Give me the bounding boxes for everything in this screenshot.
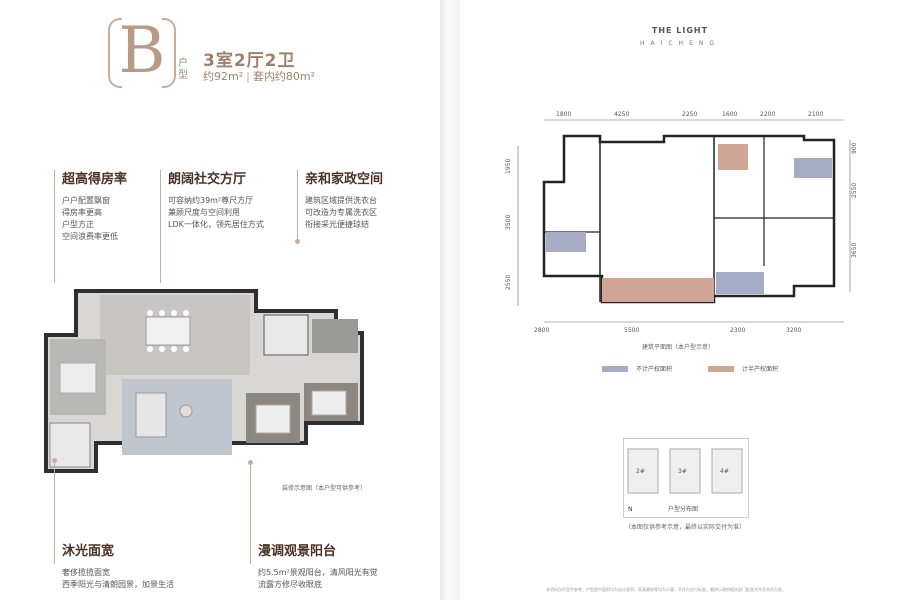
layout-title: 3室2厅2卫 xyxy=(203,51,296,71)
legend-item: 不计产权面积 xyxy=(602,364,672,373)
feature-title: 漫调观景阳台 xyxy=(258,544,337,559)
dim-top: 1800 xyxy=(556,111,571,118)
non-property-area xyxy=(716,272,764,294)
area-info: 约92m²|套内约80m² xyxy=(203,70,315,83)
legend-label: 计半产权面积 xyxy=(742,366,779,373)
dim-bottom: 2800 xyxy=(534,327,549,334)
sofa-icon xyxy=(135,392,167,438)
dim-top: 1600 xyxy=(722,111,737,118)
location-room: 3# xyxy=(678,468,687,475)
plan-caption: 建筑平面图（本户型示意） xyxy=(642,344,715,351)
half-property-area xyxy=(718,144,748,170)
callout-line xyxy=(52,458,57,564)
dim-right: 3650 xyxy=(851,243,858,258)
feature-line: 得房率更高 xyxy=(62,208,102,217)
feature-line: 可改造为专属洗衣区 xyxy=(305,208,377,217)
feature-line: 建筑区域提供洗衣台 xyxy=(305,196,377,205)
location-room: 4# xyxy=(720,468,729,475)
legend-swatch xyxy=(602,365,628,372)
furnished-floor-plan xyxy=(36,283,382,479)
left-page: B 户型 3室2厅2卫 约92m²|套内约80m² 超高得房率 户户配置飘窗 得… xyxy=(0,0,440,600)
area-gross: 约92m² xyxy=(203,70,244,83)
right-page: THE LIGHT HAICHENG 1800 4250 2250 1600 2… xyxy=(460,0,900,600)
feature-title: 沐光面宽 xyxy=(62,544,115,559)
feature-high-ratio: 超高得房率 户户配置飘窗 得房率更高 户型方正 空间浪费率更低 xyxy=(62,168,162,243)
feature-balcony: 漫调观景阳台 约5.5m²景观阳台，清风阳光有觉 流露方修尽收眼底 xyxy=(258,540,434,591)
dim-right: 900 xyxy=(851,142,858,154)
feature-sunlight: 沐光面宽 奢侈揽揽面宽 西季阳光与清朗园景，加景生活 xyxy=(62,540,222,591)
area-net: 套内约80m² xyxy=(252,70,315,83)
plan-caption: 装修示意图（本户型可供参考） xyxy=(282,485,367,492)
legend-swatch xyxy=(708,365,735,372)
legend: 不计产权面积 计半产权面积 xyxy=(602,364,778,373)
dim-left: 3500 xyxy=(505,215,512,230)
footnote: 本资料仅作宣传参考，户型图中面积均为设计面积，家具装饰等均为示意，不作为交付标准… xyxy=(546,587,786,592)
dim-top: 4250 xyxy=(614,111,629,118)
feature-line: 兼顾尺度与空间利用 xyxy=(168,208,240,217)
feature-line: 空间浪费率更低 xyxy=(62,232,118,241)
feature-title: 超高得房率 xyxy=(62,172,128,187)
feature-line: 衔接采光便捷琼结 xyxy=(305,220,369,229)
legend-label: 不计产权面积 xyxy=(636,366,673,373)
feature-line: 奢侈揽揽面宽 xyxy=(62,568,110,577)
north-label: N xyxy=(628,506,633,513)
dim-bottom: 3200 xyxy=(786,327,801,334)
callout-line xyxy=(295,170,300,244)
architectural-floor-plan: 1800 4250 2250 1600 2200 2100 2800 5500 … xyxy=(505,111,858,334)
location-room: 2# xyxy=(636,468,645,475)
feature-housework: 亲和家政空间 建筑区域提供洗衣台 可改造为专属洗衣区 衔接采光便捷琼结 xyxy=(305,168,425,231)
legend-item: 计半产权面积 xyxy=(708,364,778,373)
brand-name: THE LIGHT xyxy=(651,26,709,35)
feature-line: 流露方修尽收眼底 xyxy=(258,580,322,589)
feature-line: 约5.5m²景观阳台，清风阳光有觉 xyxy=(258,568,378,577)
dim-left: 2550 xyxy=(505,275,512,290)
dim-bottom: 2300 xyxy=(730,327,745,334)
dim-top: 2250 xyxy=(682,111,697,118)
non-property-area xyxy=(546,232,586,252)
feature-line: 户户配置飘窗 xyxy=(62,196,110,205)
dim-right: 2550 xyxy=(851,183,858,198)
dim-top: 2200 xyxy=(760,111,775,118)
feature-living-hall: 朗阔社交方厅 可容纳约39m²尊尺方厅 兼顾尺度与空间利用 LDK一体化，领先居… xyxy=(168,168,308,231)
dim-top: 2100 xyxy=(808,111,823,118)
feature-line: 户型方正 xyxy=(62,220,94,229)
location-caption: 户型分布图 xyxy=(668,505,698,513)
half-property-area xyxy=(602,278,714,302)
feature-line: 可容纳约39m²尊尺方厅 xyxy=(168,196,254,205)
unit-location-map: 2# 3# 4# N 户型分布图 xyxy=(623,438,749,518)
type-suffix: 户型 xyxy=(178,58,188,81)
page-gutter xyxy=(440,0,460,600)
feature-line: LDK一体化，领先居住方式 xyxy=(168,220,264,229)
feature-title: 朗阔社交方厅 xyxy=(168,172,247,187)
type-letter-badge: B xyxy=(108,14,176,88)
location-diagram: 2# 3# 4# N 户型分布图 xyxy=(627,448,743,513)
brand-sub: HAICHENG xyxy=(639,40,720,47)
brand-logo: THE LIGHT HAICHENG xyxy=(460,0,900,47)
location-note: （本图仅供参考示意，最终以实际交付为准） xyxy=(625,524,746,531)
dim-left: 1950 xyxy=(505,159,512,174)
feature-line: 西季阳光与清朗园景，加景生活 xyxy=(62,580,174,589)
callout-line xyxy=(248,460,253,564)
non-property-area xyxy=(794,158,832,178)
dim-bottom: 5500 xyxy=(624,327,639,334)
feature-title: 亲和家政空间 xyxy=(305,172,384,187)
dining-table-icon xyxy=(145,316,191,346)
